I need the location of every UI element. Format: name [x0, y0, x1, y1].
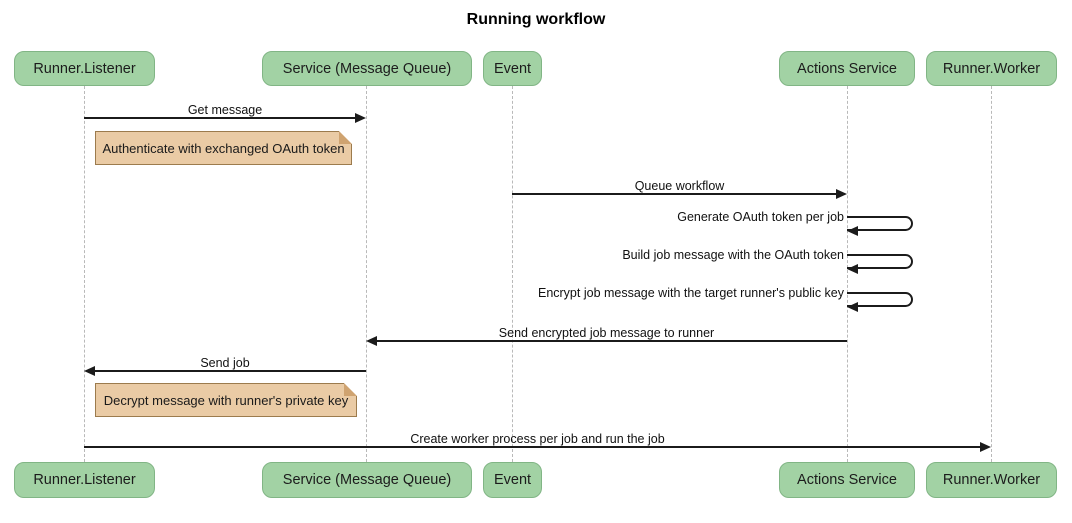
lifeline-runner-worker	[990, 86, 992, 462]
actor-runner-worker-bottom: Runner.Worker	[926, 462, 1057, 498]
lifeline-service-message-queue	[365, 86, 367, 462]
message-label: Send job	[200, 356, 250, 370]
actor-event-top: Event	[483, 51, 542, 86]
note-authenticate: Authenticate with exchanged OAuth token	[95, 131, 352, 165]
lifeline-event	[511, 86, 513, 462]
message-line	[84, 446, 980, 448]
arrowhead-left-icon	[847, 302, 858, 312]
message-line	[95, 370, 366, 372]
note-text: Authenticate with exchanged OAuth token	[102, 140, 345, 156]
actor-actions-service-top: Actions Service	[779, 51, 915, 86]
message-line	[84, 117, 355, 119]
arrowhead-left-icon	[847, 264, 858, 274]
message-label: Queue workflow	[634, 179, 725, 193]
actor-runner-worker-top: Runner.Worker	[926, 51, 1057, 86]
note-text: Decrypt message with runner's private ke…	[103, 392, 349, 408]
actor-runner-listener-top: Runner.Listener	[14, 51, 155, 86]
message-label: Encrypt job message with the target runn…	[537, 286, 844, 300]
lifeline-actions-service	[846, 86, 848, 462]
arrowhead-right-icon	[836, 189, 847, 199]
arrowhead-right-icon	[355, 113, 366, 123]
actor-service-message-queue-top: Service (Message Queue)	[262, 51, 472, 86]
arrowhead-left-icon	[84, 366, 95, 376]
actor-event-bottom: Event	[483, 462, 542, 498]
message-label: Generate OAuth token per job	[677, 210, 844, 224]
actor-actions-service-bottom: Actions Service	[779, 462, 915, 498]
message-label: Send encrypted job message to runner	[498, 326, 715, 340]
message-label: Build job message with the OAuth token	[622, 248, 844, 262]
self-loop-line	[847, 292, 913, 307]
note-decrypt: Decrypt message with runner's private ke…	[95, 383, 357, 417]
message-line	[512, 193, 836, 195]
self-loop-line	[847, 216, 913, 231]
arrowhead-right-icon	[980, 442, 991, 452]
arrowhead-left-icon	[366, 336, 377, 346]
message-label: Create worker process per job and run th…	[410, 432, 665, 446]
actor-runner-listener-bottom: Runner.Listener	[14, 462, 155, 498]
lifeline-runner-listener	[83, 86, 85, 462]
self-loop-line	[847, 254, 913, 269]
actor-service-message-queue-bottom: Service (Message Queue)	[262, 462, 472, 498]
message-line	[377, 340, 847, 342]
message-label: Get message	[187, 103, 263, 117]
arrowhead-left-icon	[847, 226, 858, 236]
diagram-title: Running workflow	[466, 11, 606, 28]
